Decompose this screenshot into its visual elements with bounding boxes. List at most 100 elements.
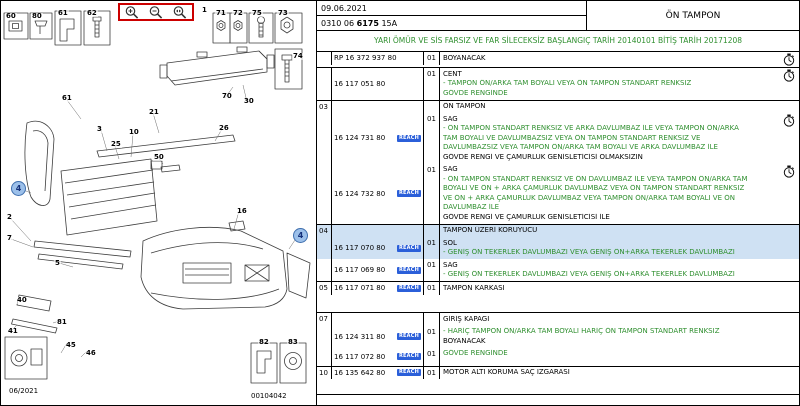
description-cell: SOL- GENİŞ ÖN TEKERLEK DAVLUMBAZI VEYA G… <box>440 237 799 259</box>
part-number[interactable]: 16 124 732 80 <box>334 189 386 198</box>
diagram-callout[interactable]: 3 <box>96 125 103 133</box>
clock-icon[interactable] <box>783 114 795 127</box>
quantity-cell: 01 <box>424 237 440 259</box>
item-number-cell <box>317 347 332 366</box>
diagram-callout[interactable]: 82 <box>258 338 270 346</box>
description-line: - GENİŞ ÖN TEKERLEK DAVLUMBAZI VEYA GENİ… <box>443 248 735 256</box>
item-number-cell <box>317 68 332 100</box>
reach-badge[interactable]: REACH <box>397 284 421 292</box>
diagram-callout[interactable]: 61 <box>57 9 69 17</box>
reach-badge[interactable]: REACH <box>397 266 421 274</box>
diagram-callout[interactable]: 26 <box>218 124 230 132</box>
quantity-cell: 01 <box>424 52 440 65</box>
diagram-callout[interactable]: 70 <box>221 92 233 100</box>
diagram-callout[interactable]: 62 <box>86 9 98 17</box>
reach-badge[interactable]: REACH <box>397 369 421 377</box>
zoom-in-icon[interactable] <box>124 5 141 20</box>
part-number[interactable]: 16 124 311 80 <box>334 332 386 341</box>
document-number-main: 6175 <box>356 19 379 28</box>
part-number-cell: 16 124 732 80 REACH <box>332 163 424 224</box>
diagram-plate-number: 00104042 <box>251 392 287 400</box>
part-number[interactable]: RP 16 372 937 80 <box>334 54 397 63</box>
part-number[interactable]: 16 117 071 80 <box>334 284 386 293</box>
diagram-callout[interactable]: 2 <box>6 213 13 221</box>
description-line: GÖVDE RENGİNDE <box>443 88 508 97</box>
diagram-callout[interactable]: 50 <box>153 153 165 161</box>
reach-badge[interactable]: REACH <box>397 353 421 360</box>
diagram-callout[interactable]: 61 <box>61 94 73 102</box>
diagram-callout[interactable]: 60 <box>5 12 17 20</box>
clock-icon[interactable] <box>783 53 795 66</box>
diagram-callout[interactable]: 75 <box>251 9 263 17</box>
part-number[interactable]: 16 124 731 80 <box>334 134 386 143</box>
diagram-callout[interactable]: 10 <box>128 128 140 136</box>
clock-icon[interactable] <box>783 165 795 178</box>
part-number[interactable]: 16 117 072 80 <box>334 352 386 361</box>
item-number-cell <box>317 325 332 348</box>
item-number-cell[interactable]: 03 <box>317 100 332 113</box>
quantity-cell: 01 <box>424 325 440 348</box>
description-line: - ÖN TAMPON STANDART RENKSIZ VE ARKA DAV… <box>443 124 739 132</box>
item-number-cell[interactable]: 10 <box>317 366 332 379</box>
group-title-line: GİRİŞ KAPAĞI <box>443 314 490 323</box>
description-line: TAMPON KARKASI <box>443 283 505 292</box>
parts-panel: 09.06.2021 0310 06 6175 15A ÖN TAMPON YA… <box>317 1 799 405</box>
item-number-cell[interactable]: 04 <box>317 224 332 237</box>
quantity-cell: 01 <box>424 259 440 281</box>
diagram-callout-selected[interactable]: 4 <box>293 228 308 243</box>
document-date: 09.06.2021 <box>317 1 586 16</box>
diagram-callout[interactable]: 16 <box>236 207 248 215</box>
diagram-callout[interactable]: 81 <box>56 318 68 326</box>
diagram-callout[interactable]: 1 <box>201 6 208 14</box>
part-number[interactable]: 16 135 642 80 <box>334 368 386 377</box>
description-cell: GÖVDE RENGİNDE <box>440 348 799 366</box>
diagram-callout[interactable]: 25 <box>110 140 122 148</box>
group-title-line: TAMPON ÜZERİ KORUYUCU <box>443 226 538 234</box>
description-cell: TAMPON ÜZERİ KORUYUCU <box>440 225 799 238</box>
reach-badge[interactable]: REACH <box>397 190 421 197</box>
diagram-callout[interactable]: 73 <box>277 9 289 17</box>
diagram-callout[interactable]: 41 <box>7 327 19 335</box>
diagram-callout[interactable]: 71 <box>215 9 227 17</box>
diagram-callout[interactable]: 74 <box>292 52 304 60</box>
reach-badge[interactable]: REACH <box>397 134 421 142</box>
part-number[interactable]: 16 117 069 80 <box>334 266 386 274</box>
part-number[interactable]: 16 117 051 80 <box>334 79 386 88</box>
reach-badge[interactable]: REACH <box>397 333 421 340</box>
clock-icon[interactable] <box>783 69 795 82</box>
diagram-callout[interactable]: 30 <box>243 97 255 105</box>
diagram-callout[interactable]: 40 <box>16 296 28 304</box>
description-line: TAM BOYALI VE DAVLUMBAZSIZ VEYA ÖN TAMPO… <box>443 133 701 142</box>
diagram-callout-selected[interactable]: 4 <box>11 181 26 196</box>
diagram-callout[interactable]: 72 <box>232 9 244 17</box>
reach-badge[interactable]: REACH <box>397 244 421 252</box>
diagram-callout[interactable]: 5 <box>54 259 61 267</box>
part-number[interactable]: 16 117 070 80 <box>334 244 386 252</box>
item-number-cell[interactable]: 05 <box>317 282 332 295</box>
zoom-out-icon[interactable] <box>148 5 165 20</box>
diagram-callout[interactable]: 80 <box>31 12 43 20</box>
item-number-cell[interactable]: 07 <box>317 313 332 326</box>
part-number-cell <box>332 313 424 326</box>
diagram-callout[interactable]: 45 <box>65 341 77 349</box>
diagram-callout[interactable]: 46 <box>85 349 97 357</box>
part-number-cell: RP 16 372 937 80 <box>332 52 424 65</box>
diagram-callout[interactable]: 7 <box>6 234 13 242</box>
diagram-callout[interactable]: 83 <box>287 338 299 346</box>
zoom-fit-icon[interactable] <box>172 5 189 20</box>
diagram-callout[interactable]: 21 <box>148 108 160 116</box>
